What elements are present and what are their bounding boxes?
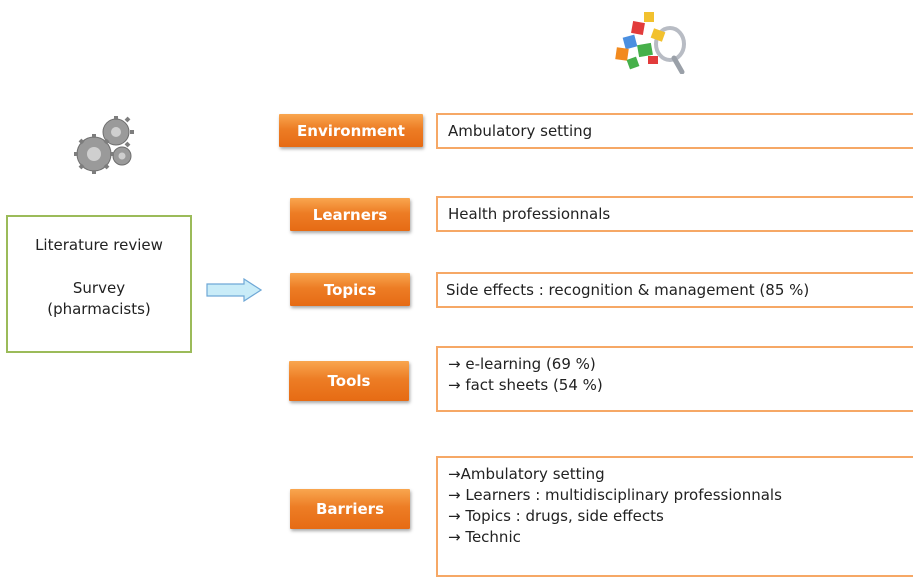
tools-line-1: → e-learning (69 %) <box>448 355 596 373</box>
barriers-line-1: →Ambulatory setting <box>448 465 605 483</box>
colorful-blocks-icon <box>615 12 686 74</box>
source-box: Literature review Survey (pharmacists) <box>6 215 192 353</box>
literature-review-text: Literature review <box>35 236 163 254</box>
barriers-line-2: → Learners : multidisciplinary professio… <box>448 486 782 504</box>
gears-icon <box>74 116 134 174</box>
learners-box: Health professionnals <box>436 196 913 232</box>
right-arrow-icon <box>206 278 262 302</box>
survey-text: Survey <box>72 279 126 297</box>
barriers-line-4: → Technic <box>448 528 521 546</box>
topics-label: Topics <box>290 273 410 306</box>
topics-box: Side effects : recognition & management … <box>436 272 913 308</box>
tools-line-2: → fact sheets (54 %) <box>448 376 603 394</box>
learners-text: Health professionnals <box>448 205 611 223</box>
barriers-line-3: → Topics : drugs, side effects <box>448 507 664 525</box>
pharmacists-text: (pharmacists) <box>47 300 151 318</box>
environment-box: Ambulatory setting <box>436 113 913 149</box>
learners-label: Learners <box>290 198 410 231</box>
barriers-box: →Ambulatory setting → Learners : multidi… <box>436 456 913 577</box>
topics-text: Side effects : recognition & management … <box>446 281 810 299</box>
tools-box: → e-learning (69 %) → fact sheets (54 %) <box>436 346 913 412</box>
barriers-label: Barriers <box>290 489 410 529</box>
environment-text: Ambulatory setting <box>448 122 593 140</box>
tools-label: Tools <box>289 361 409 401</box>
environment-label: Environment <box>279 114 423 147</box>
